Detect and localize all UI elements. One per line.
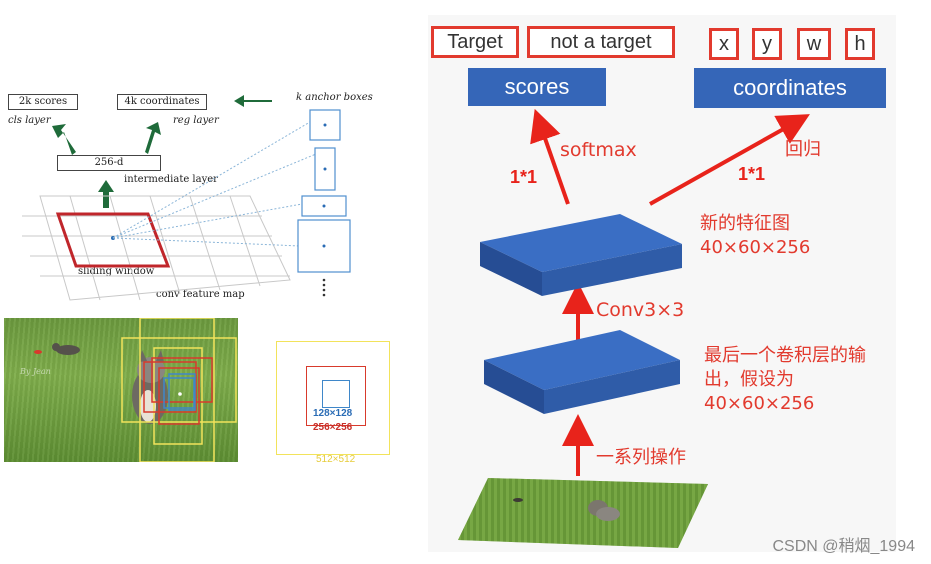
anchor-128-label: 128×128 [313,408,352,419]
target-label: Target [431,26,519,58]
conv3x3-label: Conv3×3 [596,298,684,322]
h-label: h [845,28,875,60]
new-feature-map-block [480,214,682,296]
anchor-overlay [4,318,238,462]
feature-map-grid [22,196,290,300]
rpn-diagram-graphics [0,80,380,310]
regression-label: 回归 [785,138,821,162]
cat-photo: By Jean [4,318,238,462]
y-label: y [752,28,782,60]
more-anchors-dots [323,279,326,297]
anchor-128-box [322,380,350,408]
projection-lines [113,122,316,246]
conv1x1-right-label: 1*1 [738,164,765,185]
conv1x1-left-label: 1*1 [510,167,537,188]
ops-label: 一系列操作 [596,446,686,470]
x-label: x [709,28,739,60]
w-label: w [797,28,831,60]
watermark: CSDN @稍烟_1994 [772,532,915,556]
last-conv-label: 最后一个卷积层的输 出，假设为 40×60×256 [704,344,866,416]
softmax-label: softmax [560,138,637,162]
anchor-512-label: 512×512 [316,454,355,465]
anchor-256-label: 256×256 [313,422,352,433]
anchor-boxes [298,110,350,272]
last-conv-block [484,330,680,414]
not-target-label: not a target [527,26,675,58]
green-arrows [52,95,272,208]
input-image [458,478,708,552]
new-feature-map-label: 新的特征图 40×60×256 [700,212,810,260]
